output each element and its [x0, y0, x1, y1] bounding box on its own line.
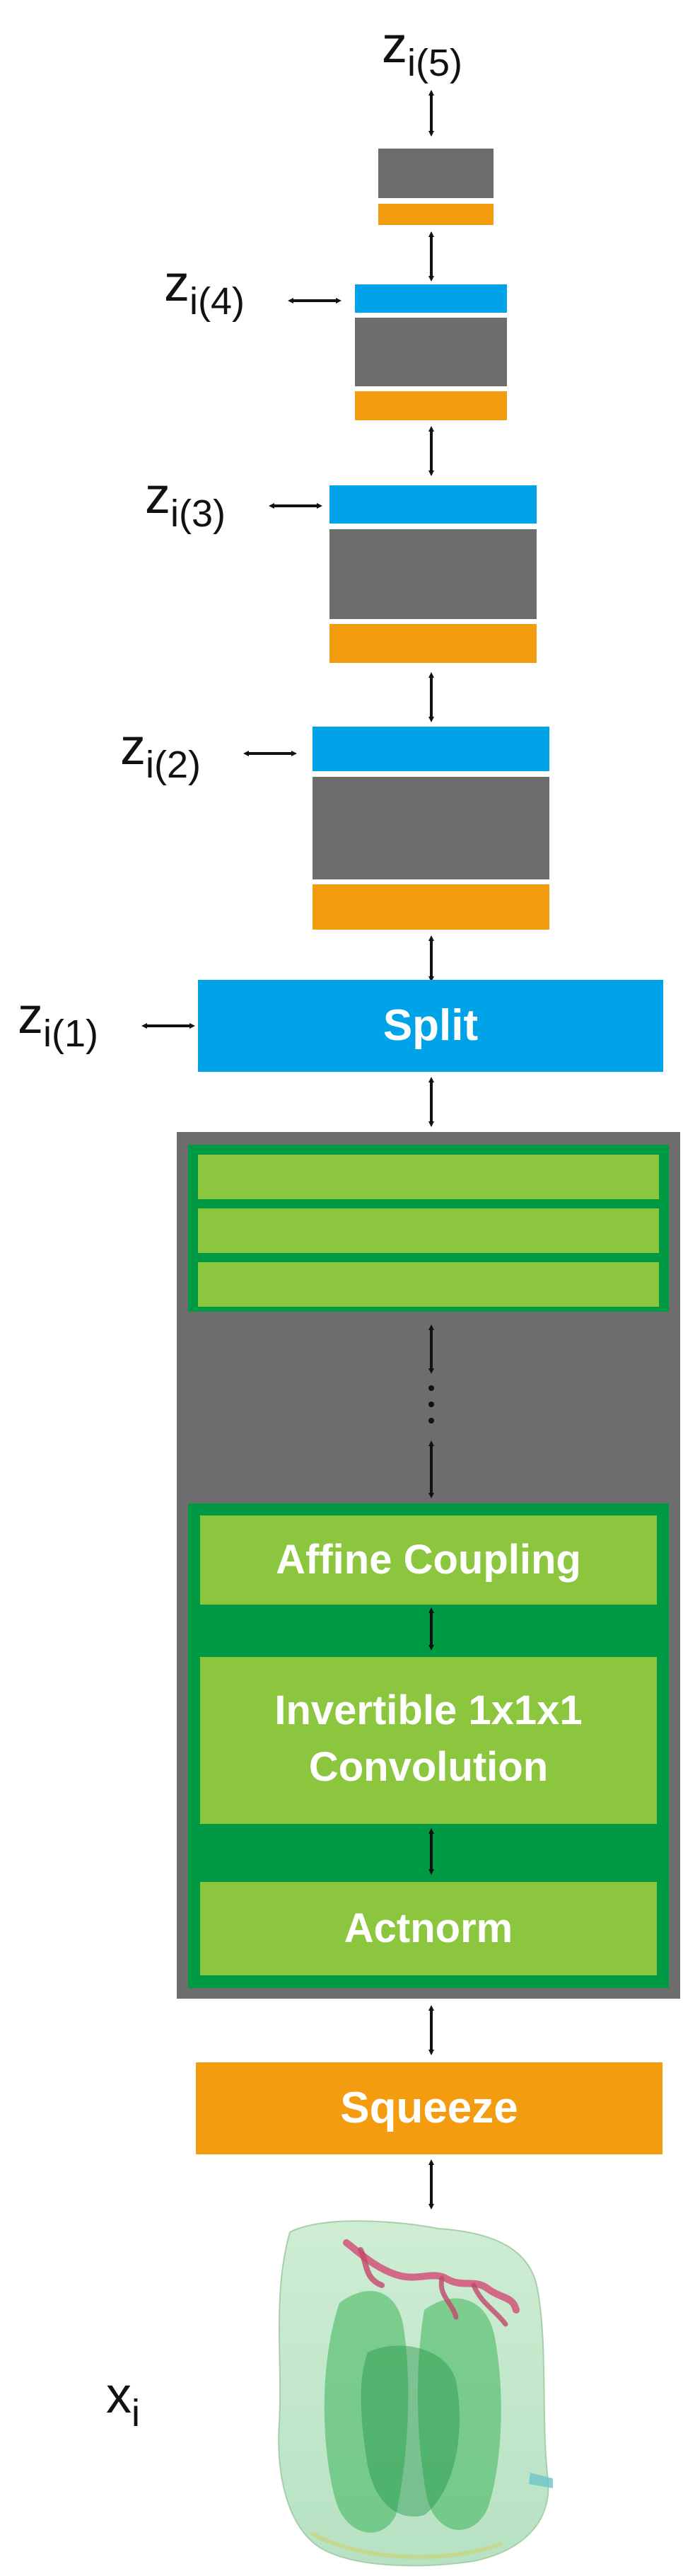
invertible-convolution-block: Invertible 1x1x1 Convolution: [200, 1657, 657, 1824]
lung-volume-image: [278, 2220, 553, 2567]
l4-l3-arrow: [428, 426, 434, 476]
level4-orange-block: [355, 391, 507, 420]
conv-actnorm-arrow: [428, 1828, 434, 1875]
level2-blue-block: [313, 727, 549, 771]
z5-arrow: [428, 90, 434, 137]
z4-label: zi(4): [164, 255, 245, 323]
level4-blue-block: [355, 284, 507, 313]
squeeze-input-arrow: [428, 2159, 434, 2210]
lung-left-lobe: [324, 2291, 409, 2533]
z2-label: zi(2): [120, 719, 201, 786]
z1-label: zi(1): [18, 988, 98, 1055]
affine-coupling-block: Affine Coupling: [200, 1515, 657, 1605]
conv-label-line1: Invertible 1x1x1: [274, 1687, 583, 1733]
level3-grey-block: [329, 529, 537, 619]
z3-label: zi(3): [145, 468, 226, 535]
level2-orange-block: [313, 884, 549, 930]
steps-squeeze-arrow: [428, 2005, 434, 2055]
x-label: xi: [106, 2367, 140, 2435]
z1-arrow: [141, 1023, 195, 1029]
stacked-bar-1: [198, 1155, 659, 1199]
affine-conv-arrow: [428, 1607, 434, 1651]
level5-orange-block: [378, 204, 494, 225]
split-block: Split: [198, 980, 663, 1072]
lung-tube: [529, 2473, 553, 2488]
z4-arrow: [288, 298, 342, 304]
flow-ellipsis-arrows: [428, 1324, 434, 1498]
level2-grey-block: [313, 777, 549, 879]
level3-orange-block: [329, 624, 537, 663]
level5-grey-block: [378, 149, 494, 198]
lung-vessels: [343, 2239, 520, 2314]
l5-l4-arrow: [428, 231, 434, 282]
actnorm-block: Actnorm: [200, 1882, 657, 1975]
split-flow-arrow: [428, 1077, 434, 1127]
squeeze-block: Squeeze: [196, 2062, 662, 2154]
lung-inner-core: [361, 2345, 460, 2517]
z5-label: zi(5): [382, 17, 462, 84]
z3-arrow: [269, 503, 322, 509]
l3-l2-arrow: [428, 672, 434, 722]
stacked-bar-3: [198, 1262, 659, 1307]
conv-label-line2: Convolution: [308, 1744, 549, 1790]
level3-blue-block: [329, 485, 537, 524]
stacked-bar-2: [198, 1208, 659, 1253]
lung-right-lobe: [417, 2298, 501, 2530]
z2-arrow: [243, 751, 297, 756]
level4-grey-block: [355, 318, 507, 386]
l2-split-arrow: [428, 935, 434, 982]
